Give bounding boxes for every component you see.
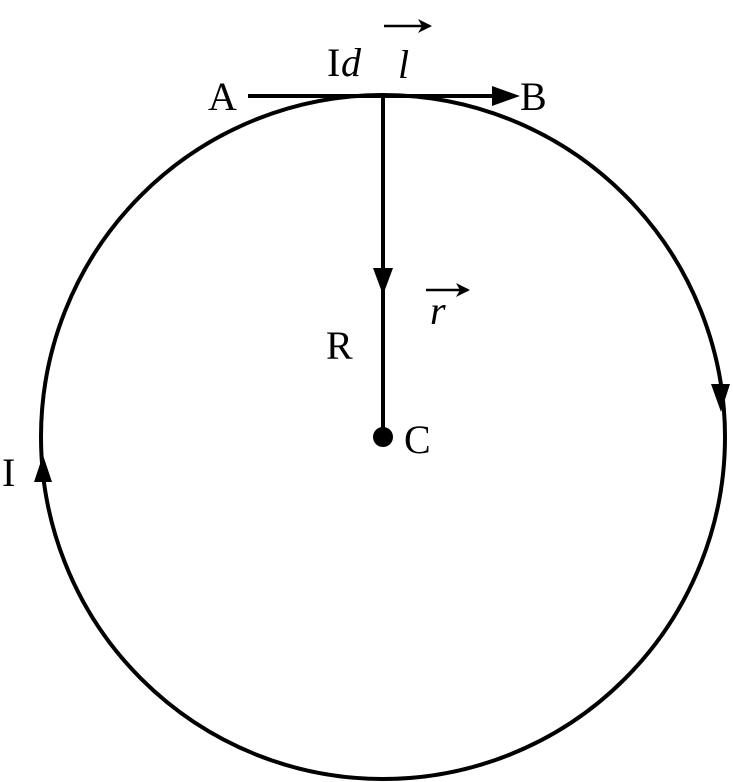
- loop-direction-arrow-left: [34, 455, 52, 482]
- label-c: C: [404, 417, 431, 462]
- label-radius: R: [326, 323, 353, 368]
- loop-direction-arrow-right: [711, 384, 730, 412]
- radius-arrowhead: [373, 268, 393, 295]
- vector-arrow-l-head: [418, 19, 432, 33]
- tangent-arrowhead: [492, 86, 520, 106]
- label-current-element-d: d: [341, 40, 362, 85]
- vector-arrow-r-head: [456, 283, 470, 297]
- label-a: A: [208, 74, 237, 119]
- label-current-element-l: l: [398, 42, 409, 87]
- label-current: I: [2, 450, 15, 495]
- label-b: B: [520, 74, 547, 119]
- center-point: [373, 427, 393, 447]
- label-position-vector: r: [430, 288, 446, 333]
- label-current-element-prefix: I: [327, 40, 340, 85]
